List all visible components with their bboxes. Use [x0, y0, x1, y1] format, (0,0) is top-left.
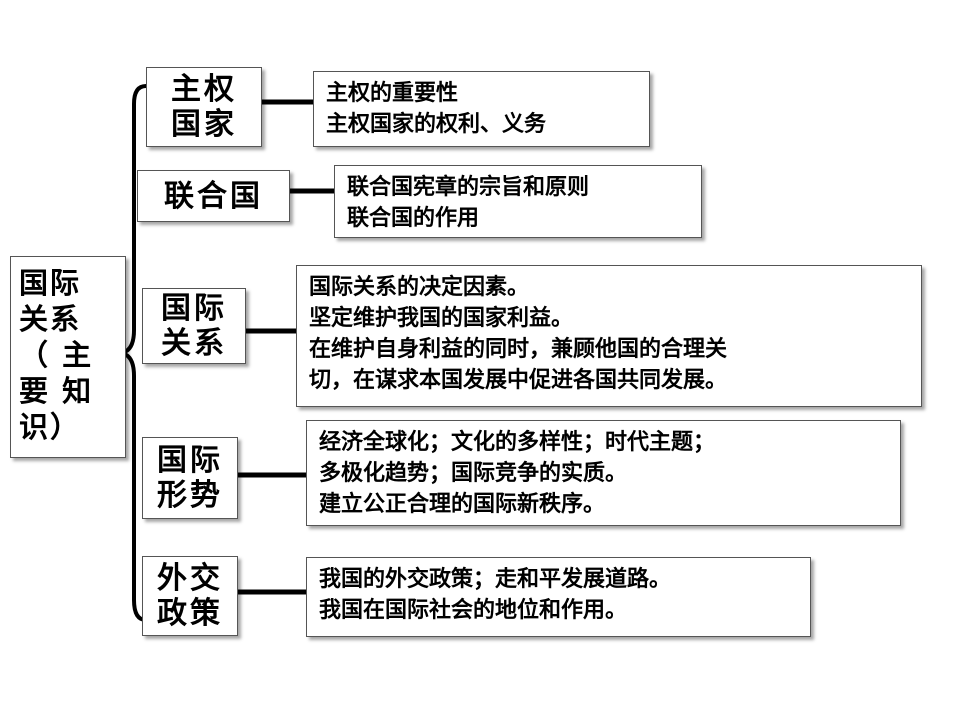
topic-line: 关系	[161, 326, 227, 361]
topic-international-situation: 国际 形势	[142, 437, 238, 519]
detail-united-nations: 联合国宪章的宗旨和原则 联合国的作用	[334, 165, 702, 238]
topic-foreign-policy: 外交 政策	[142, 556, 238, 636]
detail-line: 联合国宪章的宗旨和原则	[347, 175, 590, 200]
topic-line: 形势	[157, 478, 223, 513]
detail-line: 在维护自身利益的同时，兼顾他国的合理关	[309, 337, 728, 362]
detail-line: 我国的外交政策；走和平发展道路。	[319, 567, 672, 592]
detail-line: 主权的重要性	[326, 81, 459, 106]
detail-line: 多极化趋势；国际竞争的实质。	[319, 461, 628, 486]
detail-line: 联合国的作用	[347, 206, 480, 231]
detail-international-situation: 经济全球化；文化的多样性；时代主题； 多极化趋势；国际竞争的实质。 建立公正合理…	[306, 420, 901, 526]
topic-line: 政策	[157, 596, 223, 631]
topic-line: 国家	[171, 107, 237, 142]
detail-line: 经济全球化；文化的多样性；时代主题；	[319, 430, 716, 455]
detail-international-relations: 国际关系的决定因素。 坚定维护我国的国家利益。 在维护自身利益的同时，兼顾他国的…	[296, 265, 922, 407]
root-box: 国际 关系 （ 主 要 知 识）	[10, 256, 126, 458]
root-line: 识）	[19, 410, 82, 444]
topic-line: 国际	[161, 291, 227, 326]
detail-foreign-policy: 我国的外交政策；走和平发展道路。 我国在国际社会的地位和作用。	[306, 557, 811, 637]
detail-sovereign-state: 主权的重要性 主权国家的权利、义务	[313, 71, 650, 147]
root-line: 要 知	[19, 374, 94, 408]
topic-line: 主权	[171, 72, 237, 107]
detail-line: 国际关系的决定因素。	[309, 275, 530, 300]
topic-line: 国际	[157, 443, 223, 478]
topic-united-nations: 联合国	[137, 170, 290, 222]
detail-line: 切，在谋求本国发展中促进各国共同发展。	[309, 368, 728, 393]
topic-line: 外交	[157, 561, 223, 596]
root-line: 关系	[19, 302, 82, 336]
detail-line: 坚定维护我国的国家利益。	[309, 306, 574, 331]
detail-line: 建立公正合理的国际新秩序。	[319, 492, 606, 517]
topic-international-relations: 国际 关系	[142, 288, 246, 364]
topic-line: 联合国	[164, 178, 263, 214]
root-line: 国际	[19, 266, 82, 300]
detail-line: 我国在国际社会的地位和作用。	[319, 598, 628, 623]
root-line: （ 主	[19, 338, 94, 372]
detail-line: 主权国家的权利、义务	[326, 112, 547, 137]
topic-sovereign-state: 主权 国家	[146, 67, 262, 147]
